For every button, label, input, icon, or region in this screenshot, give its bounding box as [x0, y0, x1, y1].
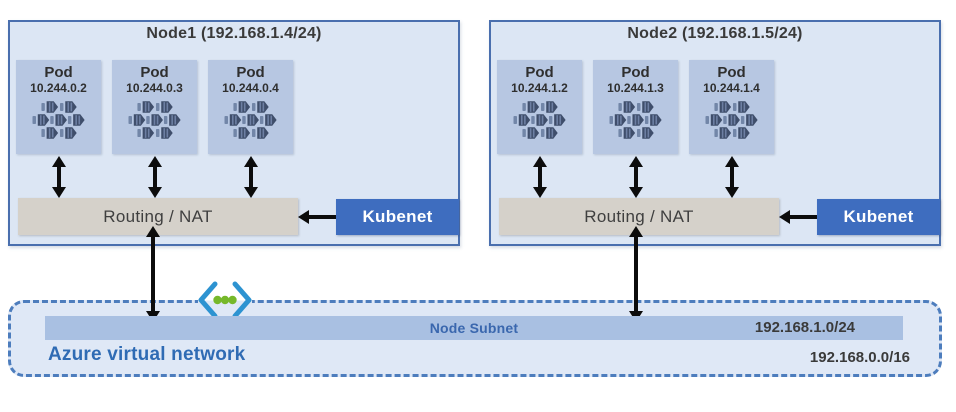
pod-label: Pod — [140, 64, 169, 81]
container-cluster-icon — [512, 101, 566, 139]
node2-subnet-arrow — [628, 226, 644, 322]
kubenet-routing-arrow — [298, 209, 336, 225]
pod-ip: 10.244.0.3 — [126, 81, 183, 95]
kubenet-box: Kubenet — [336, 199, 459, 235]
node1-subnet-arrow — [145, 226, 161, 322]
node2-title: Node2 (192.168.1.5/24) — [627, 25, 803, 42]
kubenet-routing-arrow — [779, 209, 817, 225]
pod-card: Pod 10.244.0.4 — [208, 60, 293, 154]
pod-label: Pod — [236, 64, 265, 81]
pod-routing-arrow — [147, 156, 163, 198]
pod-routing-arrow — [724, 156, 740, 198]
kubenet-box: Kubenet — [817, 199, 940, 235]
pod-routing-arrow — [628, 156, 644, 198]
pod-label: Pod — [525, 64, 554, 81]
container-cluster-icon — [223, 101, 277, 139]
node1-box: Node1 (192.168.1.4/24) Pod 10.244.0.2 Po… — [8, 20, 460, 246]
pod-ip: 10.244.0.4 — [222, 81, 279, 95]
azure-vnet-cidr: 192.168.0.0/16 — [809, 349, 910, 366]
pod-label: Pod — [717, 64, 746, 81]
azure-vnet-label: Azure virtual network — [48, 344, 246, 365]
pod-ip: 10.244.1.3 — [607, 81, 664, 95]
pod-card: Pod 10.244.1.3 — [593, 60, 678, 154]
azure-virtual-network-icon — [198, 281, 252, 319]
pod-routing-arrow — [51, 156, 67, 198]
container-cluster-icon — [608, 101, 662, 139]
node-subnet-bar: Node Subnet 192.168.1.0/24 — [45, 316, 903, 340]
node-subnet-cidr: 192.168.1.0/24 — [754, 319, 855, 336]
container-cluster-icon — [704, 101, 758, 139]
pod-label: Pod — [44, 64, 73, 81]
pod-routing-arrow — [532, 156, 548, 198]
pod-ip: 10.244.1.4 — [703, 81, 760, 95]
node-subnet-label: Node Subnet — [429, 320, 519, 336]
node2-box: Node2 (192.168.1.5/24) Pod 10.244.1.2 Po… — [489, 20, 941, 246]
pod-ip: 10.244.1.2 — [511, 81, 568, 95]
pod-card: Pod 10.244.1.2 — [497, 60, 582, 154]
pod-label: Pod — [621, 64, 650, 81]
node1-title: Node1 (192.168.1.4/24) — [146, 25, 322, 42]
container-cluster-icon — [31, 101, 85, 139]
pod-card: Pod 10.244.0.3 — [112, 60, 197, 154]
pod-card: Pod 10.244.0.2 — [16, 60, 101, 154]
pod-card: Pod 10.244.1.4 — [689, 60, 774, 154]
pod-ip: 10.244.0.2 — [30, 81, 87, 95]
container-cluster-icon — [127, 101, 181, 139]
pod-routing-arrow — [243, 156, 259, 198]
